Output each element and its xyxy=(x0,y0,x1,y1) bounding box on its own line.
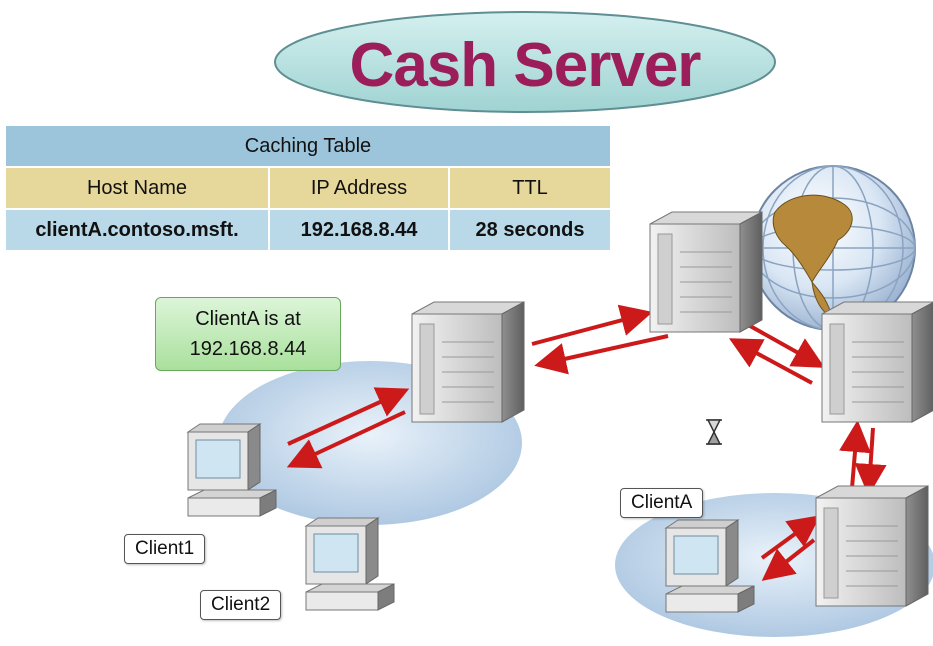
arrow-icon xyxy=(286,304,887,581)
callout-box: ClientA is at 192.168.8.44 xyxy=(155,297,341,371)
header-ip-address: IP Address xyxy=(268,166,450,210)
arrow-remote-to-clientA xyxy=(761,538,816,581)
clientA-label: ClientA xyxy=(620,488,704,518)
client1-label: Client1 xyxy=(124,534,206,564)
arrow-dns-to-local xyxy=(534,334,669,375)
header-ttl: TTL xyxy=(448,166,612,210)
header-host-name: Host Name xyxy=(4,166,270,210)
caching-table: Caching Table Host Name IP Address TTL c… xyxy=(4,124,612,252)
table-row: clientA.contoso.msft. 192.168.8.44 28 se… xyxy=(4,208,612,252)
server-icon xyxy=(815,485,929,607)
arrow-local-to-dns xyxy=(531,304,653,346)
title: Cash Server xyxy=(350,31,702,100)
cell-ttl: 28 seconds xyxy=(448,208,612,252)
callout-line1: ClientA is at xyxy=(195,308,301,330)
cell-host-name: clientA.contoso.msft. xyxy=(4,208,270,252)
arrow-client-to-server xyxy=(287,387,410,446)
computer-icon xyxy=(305,517,395,611)
arrow-server-to-client xyxy=(286,410,406,469)
callout-line2: 192.168.8.44 xyxy=(189,338,307,360)
arrow-dns-to-dns2 xyxy=(742,320,825,368)
hourglass-icon xyxy=(706,419,722,445)
arrow-dns2-to-remote xyxy=(854,427,887,496)
cell-ip-address: 192.168.8.44 xyxy=(268,208,450,252)
server-icon xyxy=(411,301,525,423)
server-icon xyxy=(649,211,763,333)
arrow-remote-to-dns2 xyxy=(839,420,871,489)
client2-label: Client2 xyxy=(200,590,282,620)
server-icon xyxy=(821,301,933,423)
arrow-dns2-to-dns xyxy=(728,338,813,385)
caching-table-title: Caching Table xyxy=(4,124,612,168)
title-oval xyxy=(274,11,776,113)
